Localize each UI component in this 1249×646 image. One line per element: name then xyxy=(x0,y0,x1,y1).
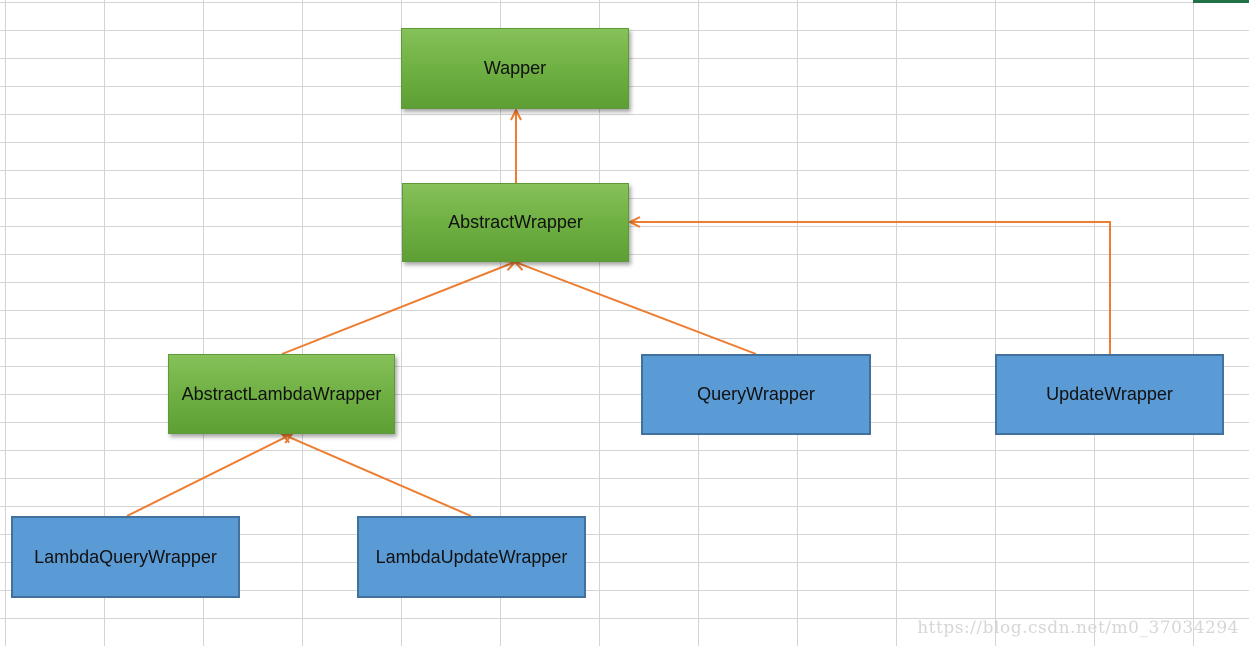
node-update-wrapper: UpdateWrapper xyxy=(995,354,1224,435)
node-label-query-wrapper: QueryWrapper xyxy=(697,384,815,404)
node-wapper: Wapper xyxy=(401,28,629,109)
watermark: https://blog.csdn.net/m0_37034294 xyxy=(917,618,1239,638)
node-query-wrapper: QueryWrapper xyxy=(641,354,871,435)
arrow-lambdaQuery-to-abstractLambda xyxy=(126,434,292,517)
node-label-update-wrapper: UpdateWrapper xyxy=(1046,384,1173,404)
arrow-abstractLambda-to-abstract xyxy=(281,262,515,355)
node-label-lambda-query-wrapper: LambdaQueryWrapper xyxy=(34,546,217,567)
node-label-abstract-wrapper: AbstractWrapper xyxy=(448,212,583,232)
node-label-wapper: Wapper xyxy=(483,58,547,78)
node-abstract-wrapper: AbstractWrapper xyxy=(402,183,629,262)
node-lambda-update-wrapper: LambdaUpdateWrapper xyxy=(357,516,586,598)
node-lambda-query-wrapper: LambdaQueryWrapper xyxy=(11,516,240,598)
node-abstract-lambda-wrapper: AbstractLambdaWrapper xyxy=(168,354,395,434)
selection-indicator xyxy=(1193,0,1249,3)
arrow-update-to-abstract xyxy=(630,222,1111,354)
arrow-lambdaUpdate-to-abstractLambda xyxy=(282,434,472,517)
node-label-abstract-lambda-wrapper: AbstractLambdaWrapper xyxy=(181,383,382,404)
node-label-lambda-update-wrapper: LambdaUpdateWrapper xyxy=(375,546,568,567)
arrow-query-to-abstract xyxy=(515,262,757,355)
